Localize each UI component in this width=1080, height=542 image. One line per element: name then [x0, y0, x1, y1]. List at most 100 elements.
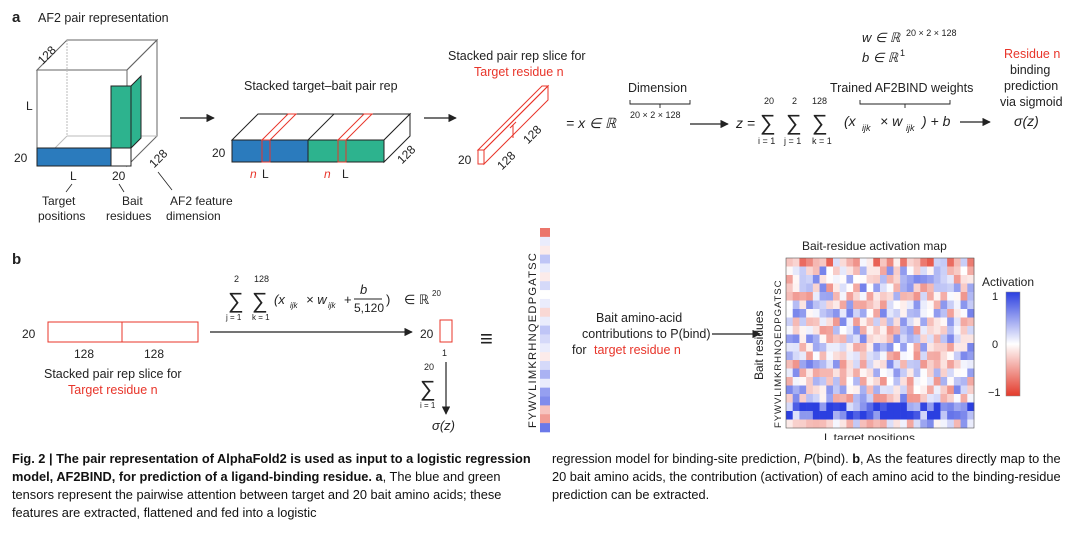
- column-vector-cell: [540, 405, 550, 415]
- z-term: (x: [844, 113, 857, 129]
- heatmap-cell: [792, 360, 800, 369]
- heatmap-cell: [933, 283, 941, 293]
- heatmap-cell: [927, 317, 935, 327]
- heatmap-cell: [833, 402, 841, 412]
- caption-left: Fig. 2 | The pair representation of Alph…: [12, 450, 532, 522]
- column-vector-cell: [540, 414, 550, 424]
- residue-line-3: via sigmoid: [1000, 95, 1063, 109]
- heatmap-cell: [833, 258, 841, 267]
- heatmap-cell: [826, 266, 834, 276]
- heatmap-cell: [812, 402, 820, 412]
- heatmap-cell: [792, 368, 800, 378]
- heatmap-cell: [927, 292, 935, 301]
- heatmap-cell: [792, 326, 800, 335]
- caption-pbind: P: [803, 451, 813, 466]
- heatmap-cell: [812, 334, 820, 344]
- heatmap-cell: [833, 360, 841, 369]
- heatmap-cell: [799, 394, 807, 403]
- heatmap-cell: [940, 300, 948, 310]
- heatmap-cell: [900, 317, 908, 327]
- b-sup: 1: [900, 48, 905, 58]
- heatmap-cell: [940, 411, 948, 420]
- residue-line-2: prediction: [1004, 79, 1058, 93]
- heatmap-cell: [826, 351, 834, 361]
- heatmap-cell: [853, 402, 861, 412]
- heatmap-cell: [826, 309, 834, 318]
- heatmap-cell: [792, 283, 800, 293]
- cube-label-target-2: positions: [38, 209, 85, 223]
- heatmap-cell: [866, 385, 874, 395]
- heatmap-cell: [920, 411, 928, 420]
- heatmap-cell: [927, 300, 935, 310]
- heatmap-cell: [960, 326, 968, 335]
- heatmap-cell: [866, 351, 874, 361]
- b-f-sum2: ∑: [252, 288, 268, 313]
- heatmap-cell: [953, 368, 961, 378]
- heatmap-cell: [913, 351, 921, 361]
- heatmap-cell: [900, 266, 908, 276]
- heatmap-cell: [846, 317, 854, 327]
- heatmap-cell: [819, 309, 827, 318]
- heatmap-cell: [833, 266, 841, 276]
- sum-bot-2: j = 1: [783, 136, 801, 146]
- heatmap-cell: [953, 300, 961, 310]
- heatmap-cell: [873, 283, 881, 293]
- heatmap-cell: [853, 334, 861, 344]
- z-times-sub: ijk: [906, 123, 915, 133]
- heatmap-cell: [967, 394, 975, 403]
- heatmap-cell: [866, 360, 874, 369]
- heatmap-cell: [927, 385, 935, 395]
- heatmap-cell: [826, 385, 834, 395]
- heatmap-cell: [913, 419, 921, 429]
- heatmap-cell: [906, 377, 914, 386]
- heatmap-cell: [906, 402, 914, 412]
- x-eq: = x ∈ ℝ: [566, 115, 617, 131]
- heatmap-cell: [799, 402, 807, 412]
- heatmap-cell: [846, 266, 854, 276]
- heatmap-cell: [819, 402, 827, 412]
- heatmap-cell: [960, 309, 968, 318]
- heatmap-cell: [940, 292, 948, 301]
- heatmap-cell: [786, 351, 794, 361]
- heatmap-cell: [833, 343, 841, 352]
- cbar-tick-0: 0: [992, 339, 998, 351]
- heatmap-cell: [900, 377, 908, 386]
- heatmap-cell: [927, 411, 935, 420]
- heatmap-cell: [819, 385, 827, 395]
- heatmap-cell: [866, 402, 874, 412]
- b-sum-top: 20: [424, 362, 434, 372]
- heatmap-cell: [906, 411, 914, 420]
- heatmap-cell: [900, 309, 908, 318]
- heatmap-cell: [799, 258, 807, 267]
- heatmap-cell: [786, 368, 794, 378]
- heatmap-cell: [839, 394, 847, 403]
- heatmap-cell: [920, 394, 928, 403]
- heatmap-cell: [906, 292, 914, 301]
- heatmap-cell: [806, 292, 814, 301]
- heatmap-cell: [953, 411, 961, 420]
- heatmap-cell: [886, 300, 894, 310]
- heatmap-cell: [866, 309, 874, 318]
- heatmap-cell: [866, 258, 874, 267]
- heatmap-cell: [859, 411, 867, 420]
- heatmap-cell: [880, 266, 888, 276]
- heatmap-cell: [866, 368, 874, 378]
- heatmap-cell: [927, 402, 935, 412]
- column-vector-cell: [540, 361, 550, 371]
- heatmap-cell: [846, 385, 854, 395]
- heatmap-cell: [947, 326, 955, 335]
- heatmap-cell: [859, 351, 867, 361]
- column-vector-cell: [540, 245, 550, 255]
- heatmap-cell: [933, 385, 941, 395]
- heatmap-cell: [940, 343, 948, 352]
- heatmap-cell: [853, 411, 861, 420]
- heatmap-cell: [839, 419, 847, 429]
- heatmap-cell: [859, 360, 867, 369]
- heatmap-cell: [799, 300, 807, 310]
- heatmap-cell: [906, 334, 914, 344]
- heatmap-cell: [933, 411, 941, 420]
- heatmap-cell: [812, 300, 820, 310]
- heatmap-cell: [947, 300, 955, 310]
- heatmap-cell: [933, 292, 941, 301]
- heatmap-cell: [846, 334, 854, 344]
